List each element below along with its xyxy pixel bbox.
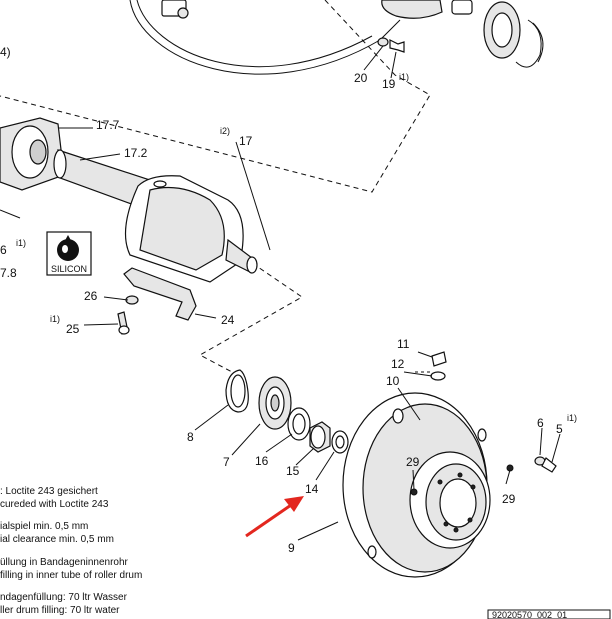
callout-labels: 17.7 17.2 17 i2) 20 19 i1) 4) 6 7.8 i1) …	[0, 45, 577, 555]
callout-i1-top: i1)	[399, 72, 409, 82]
drawing-number-box: 92020570_002_01	[487, 609, 611, 619]
drum-outline	[129, 0, 401, 75]
callout-11: 11	[397, 337, 410, 351]
callout-14: 14	[305, 482, 319, 496]
callout-9: 9	[288, 541, 295, 555]
callout-29-b: 29	[502, 492, 516, 506]
note-line-8: ller drum filling: 70 ltr water	[0, 605, 120, 616]
note-line-2: cureded with Loctite 243	[0, 499, 109, 510]
callout-7: 7	[223, 455, 230, 469]
note-line-3: ialspiel min. 0,5 mm	[0, 521, 88, 532]
footnotes: : Loctite 243 gesichert cureded with Loc…	[0, 486, 142, 616]
callout-25: 25	[66, 322, 80, 336]
callout-4: 4)	[0, 45, 11, 59]
callout-i1-mid: i1)	[50, 314, 60, 324]
note-line-4: ial clearance min. 0,5 mm	[0, 534, 114, 545]
callout-8: 8	[187, 430, 194, 444]
note-line-6: filling in inner tube of roller drum	[0, 570, 142, 581]
hub-assembly-9	[225, 351, 557, 578]
bracket-24	[123, 267, 197, 321]
callout-17-7: 17.7	[96, 118, 120, 132]
callout-17: 17	[239, 134, 253, 148]
note-line-5: üllung in Bandageninnenrohr	[0, 557, 129, 568]
callout-17-8: 7.8	[0, 266, 17, 280]
silicon-icon: SILICON	[46, 231, 92, 276]
callout-17-2: 17.2	[124, 146, 148, 160]
callout-24: 24	[221, 313, 235, 327]
callout-12: 12	[391, 357, 405, 371]
callout-i2: i2)	[220, 126, 230, 136]
callout-5: 5	[556, 422, 563, 436]
callout-16-left: 6	[0, 243, 7, 257]
highlight-arrow	[245, 496, 304, 538]
callout-15: 15	[286, 464, 300, 478]
callout-19: 19	[382, 77, 396, 91]
silicon-label: SILICON	[51, 264, 87, 274]
callout-6: 6	[537, 416, 544, 430]
leader-lines	[58, 45, 561, 541]
note-line-1: : Loctite 243 gesichert	[0, 486, 98, 497]
callout-29-a: 29	[406, 455, 420, 469]
note-line-7: ndagenfüllung: 70 ltr Wasser	[0, 592, 128, 603]
callout-16: 16	[255, 454, 269, 468]
callout-26: 26	[84, 289, 98, 303]
group-boundary-lower	[198, 247, 303, 373]
callout-i1-right: i1)	[567, 413, 577, 423]
drawing-number: 92020570_002_01	[492, 610, 567, 619]
shaft-assembly-17	[0, 117, 258, 283]
callout-10: 10	[386, 374, 400, 388]
callout-i1-left: i1)	[16, 238, 26, 248]
callout-20: 20	[354, 71, 368, 85]
top-hub-assembly	[377, 0, 544, 68]
